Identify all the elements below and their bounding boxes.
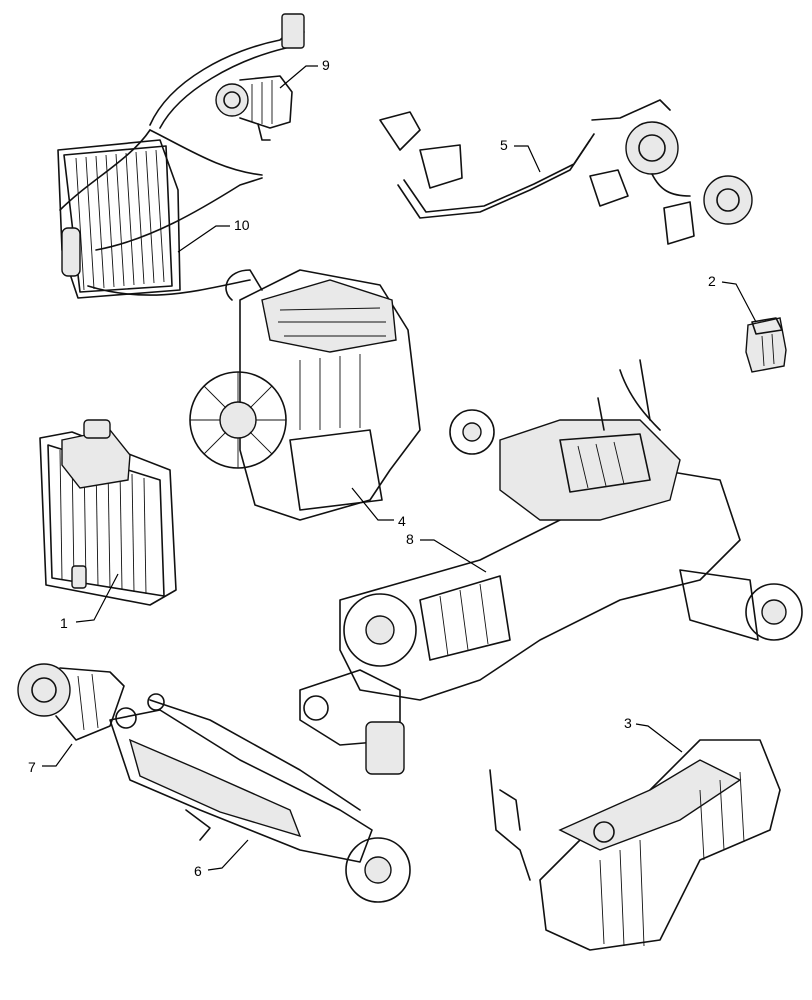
leader-1	[75, 573, 119, 623]
callout-6: 6	[194, 863, 202, 879]
callout-1: 1	[60, 615, 68, 631]
leader-2	[721, 281, 757, 323]
callout-3: 3	[624, 715, 632, 731]
leader-8	[420, 539, 487, 573]
leader-10	[177, 225, 230, 253]
leader-9	[279, 65, 318, 89]
callout-labels: 1 2 3 4 5 6 7 8 9 10	[28, 57, 716, 879]
callout-7: 7	[28, 759, 36, 775]
part-3-fuel-tank[interactable]	[489, 739, 781, 951]
callout-10: 10	[234, 217, 250, 233]
callout-8: 8	[406, 531, 414, 547]
part-6-front-axle[interactable]	[109, 693, 411, 903]
part-2-reservoir[interactable]	[745, 317, 787, 373]
part-5-hydraulic-lines[interactable]	[379, 99, 753, 245]
part-10-condenser-with-ac-lines[interactable]	[57, 13, 305, 299]
leader-7	[42, 743, 73, 767]
part-8-transmission[interactable]	[299, 359, 803, 775]
callout-5: 5	[500, 137, 508, 153]
leader-5	[514, 145, 541, 173]
callout-2: 2	[708, 273, 716, 289]
callout-9: 9	[322, 57, 330, 73]
leader-3	[635, 723, 683, 753]
callout-4: 4	[398, 513, 406, 529]
part-1-radiator[interactable]	[39, 419, 177, 606]
leader-4	[351, 487, 394, 521]
part-7-final-drive[interactable]	[17, 663, 125, 741]
callout-leaders	[42, 65, 757, 871]
leader-6	[207, 839, 249, 871]
part-9-ac-compressor[interactable]	[215, 75, 293, 141]
part-4-engine[interactable]	[189, 269, 421, 521]
